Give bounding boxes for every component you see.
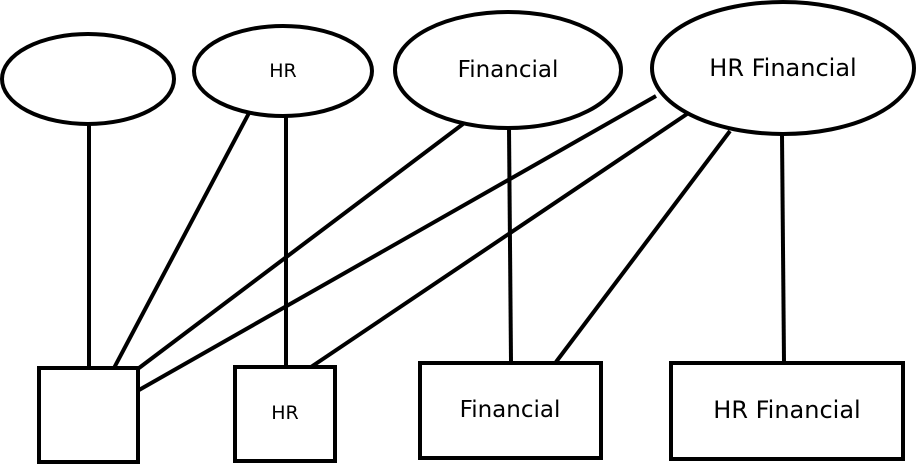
node-label: HR xyxy=(269,60,297,82)
node-label: HR Financial xyxy=(713,396,860,424)
node-top-empty xyxy=(0,32,176,126)
rect-shape xyxy=(418,361,603,460)
node-bottom-hr-financial: HR Financial xyxy=(669,361,905,461)
edge-t-financial-b-financial xyxy=(507,127,513,363)
node-top-financial: Financial xyxy=(393,10,623,130)
top-row: HR Financial HR Financial xyxy=(0,0,916,136)
node-label: Financial xyxy=(460,397,561,423)
edges xyxy=(87,94,786,392)
ellipse-shape xyxy=(650,0,916,136)
node-label: Financial xyxy=(458,57,559,83)
rect-shape xyxy=(37,366,140,464)
node-label: HR Financial xyxy=(709,54,856,82)
node-bottom-hr: HR xyxy=(233,365,337,463)
ellipse-shape xyxy=(0,32,176,126)
node-bottom-financial: Financial xyxy=(418,361,603,460)
edge-t-financial-b-empty xyxy=(137,122,465,370)
ellipse-shape xyxy=(393,10,623,130)
ellipse-shape xyxy=(192,24,374,118)
edge-t-hr-financial-b-hr xyxy=(309,112,689,369)
bottom-row: HR Financial HR Financial xyxy=(37,361,905,464)
edge-t-hr-b-empty xyxy=(112,112,251,369)
edge-t-hr-financial-b-hr-financial xyxy=(780,134,786,363)
node-bottom-empty xyxy=(37,366,140,464)
edge-t-hr-financial-b-empty xyxy=(138,94,657,392)
node-top-hr: HR xyxy=(192,24,374,118)
rect-shape xyxy=(669,361,905,461)
edge-t-hr-financial-b-financial xyxy=(554,129,732,364)
node-top-hr-financial: HR Financial xyxy=(650,0,916,136)
rect-shape xyxy=(233,365,337,463)
node-label: HR xyxy=(271,402,299,424)
